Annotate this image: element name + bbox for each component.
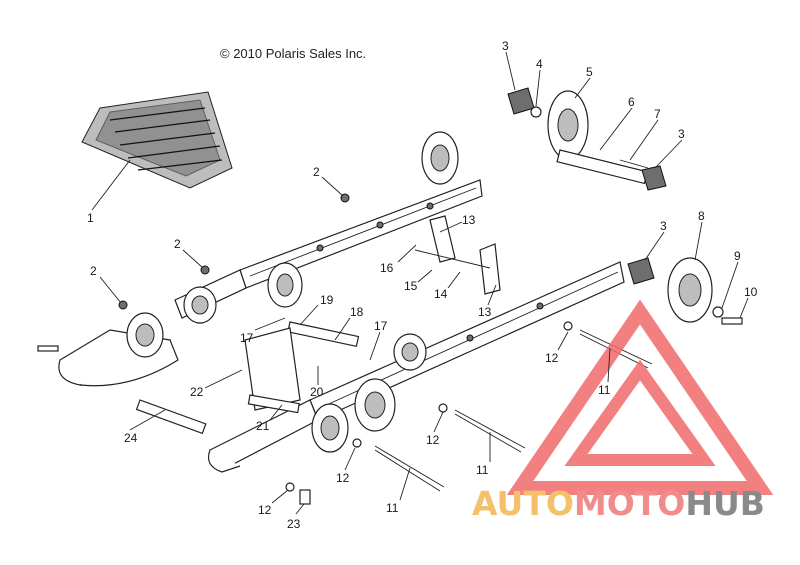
callout-12-lower: 12 xyxy=(336,471,350,485)
rear-axle-assembly xyxy=(507,87,667,191)
callout-3-lower: 3 xyxy=(660,219,667,233)
callout-17-left: 17 xyxy=(240,331,254,345)
callout-24: 24 xyxy=(124,431,138,445)
callout-3-right: 3 xyxy=(678,127,685,141)
upper-rail-wheels xyxy=(126,131,459,358)
callout-14: 14 xyxy=(434,287,448,301)
hardware-bolts xyxy=(37,193,573,505)
callout-11-mid: 11 xyxy=(476,463,489,477)
callout-12-mid: 12 xyxy=(426,433,440,447)
callout-4: 4 xyxy=(536,57,543,71)
callout-2-top: 2 xyxy=(313,165,320,179)
callout-3-top: 3 xyxy=(502,39,509,53)
long-shafts xyxy=(135,329,653,492)
callout-11-right: 11 xyxy=(598,383,611,397)
callout-2-mid: 2 xyxy=(174,237,181,251)
callout-20: 20 xyxy=(310,385,324,399)
front-torque-arm xyxy=(244,215,501,414)
callout-7: 7 xyxy=(654,107,661,121)
callout-10: 10 xyxy=(744,285,758,299)
slide-track-assembly xyxy=(81,91,233,189)
right-rear-wheel xyxy=(627,257,743,325)
callout-9: 9 xyxy=(734,249,741,263)
lower-rail xyxy=(207,261,625,473)
callout-2-left: 2 xyxy=(90,264,97,278)
callout-leaders xyxy=(91,51,749,515)
callout-17-right: 17 xyxy=(374,319,388,333)
callout-15: 15 xyxy=(404,279,418,293)
watermark-logo xyxy=(506,299,774,495)
callout-5: 5 xyxy=(586,65,593,79)
copyright-text: © 2010 Polaris Sales Inc. xyxy=(220,46,366,61)
lower-rail-wheels xyxy=(311,333,427,453)
callout-18: 18 xyxy=(350,305,364,319)
callout-11-lower: 11 xyxy=(386,501,399,515)
callout-13-top: 13 xyxy=(462,213,476,227)
callout-1: 1 xyxy=(87,211,94,225)
callout-19: 19 xyxy=(320,293,334,307)
callout-12-right: 12 xyxy=(545,351,559,365)
callout-23: 23 xyxy=(287,517,301,531)
callout-12-bottom: 12 xyxy=(258,503,272,517)
callout-16: 16 xyxy=(380,261,394,275)
callout-8: 8 xyxy=(698,209,705,223)
watermark-text: AUTOMOTOHUB xyxy=(472,484,765,523)
callout-6: 6 xyxy=(628,95,635,109)
callout-labels: 1 2 2 2 3 4 5 6 7 3 3 8 9 10 13 16 15 14… xyxy=(87,39,758,531)
callout-21: 21 xyxy=(256,419,270,433)
callout-13-bottom: 13 xyxy=(478,305,492,319)
callout-22: 22 xyxy=(190,385,204,399)
